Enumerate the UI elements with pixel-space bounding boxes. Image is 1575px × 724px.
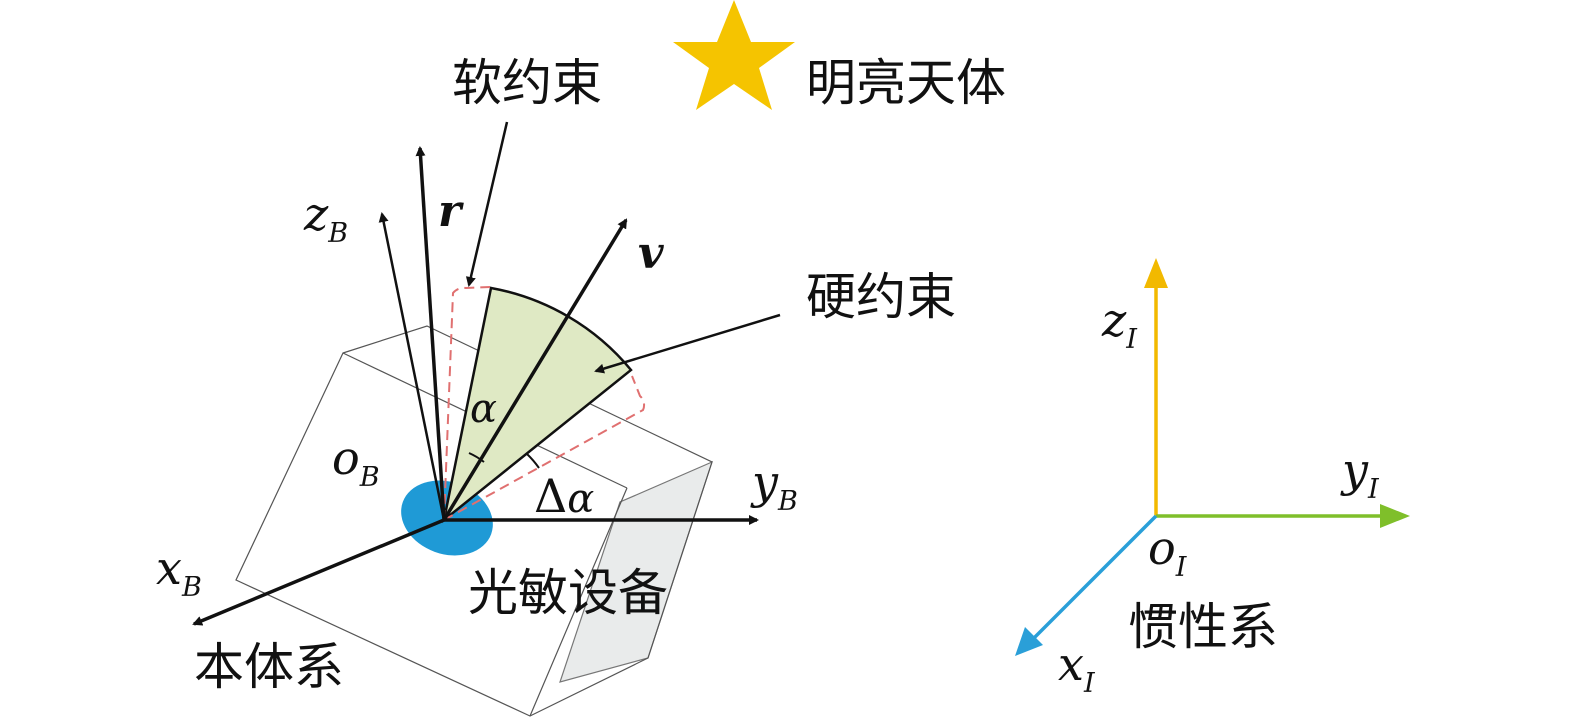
inertial-frame-label: 惯性系 (1128, 598, 1278, 656)
box-front-edge (529, 487, 628, 717)
o-b-label: oB (332, 431, 380, 493)
alpha-angle-arc (468, 452, 485, 463)
v-vector-label: v (638, 228, 664, 279)
z-b-label: zB (303, 187, 348, 249)
z-b-axis (378, 212, 446, 521)
box-outline (235, 325, 713, 717)
hard-constraint-pointer (594, 313, 781, 374)
soft-constraint-label: 软约束 (452, 54, 602, 112)
x-i-label: xI (1058, 637, 1096, 699)
bright-body-label: 明亮天体 (806, 54, 1006, 112)
soft-constraint-pointer (465, 121, 509, 287)
hard-constraint-label: 硬约束 (806, 268, 956, 326)
delta-alpha-label: Δα (534, 469, 594, 523)
delta-alpha-angle-arc (526, 453, 540, 469)
x-i-arrowhead (1015, 627, 1043, 656)
x-i-axis (1030, 514, 1158, 642)
o-i-label: oI (1148, 521, 1188, 583)
x-b-axis (192, 518, 445, 626)
y-i-arrowhead (1380, 504, 1410, 528)
inertial-frame-axes (1015, 258, 1410, 656)
soft-constraint-boundary (443, 286, 646, 521)
v-vector (442, 218, 628, 521)
z-i-arrowhead (1144, 258, 1168, 288)
r-vector (415, 146, 446, 521)
satellite-body-box (235, 325, 713, 717)
y-b-label: yB (750, 455, 798, 517)
body-frame-label: 本体系 (194, 638, 344, 696)
body-frame-axes (192, 146, 759, 626)
y-i-label: yI (1340, 443, 1380, 505)
star-icon (673, 0, 795, 110)
r-vector-label: r (438, 186, 464, 237)
alpha-label: α (470, 386, 497, 432)
x-b-label: xB (156, 541, 202, 603)
photosensitive-device-label: 光敏设备 (468, 564, 668, 622)
z-i-label: zI (1101, 293, 1138, 355)
